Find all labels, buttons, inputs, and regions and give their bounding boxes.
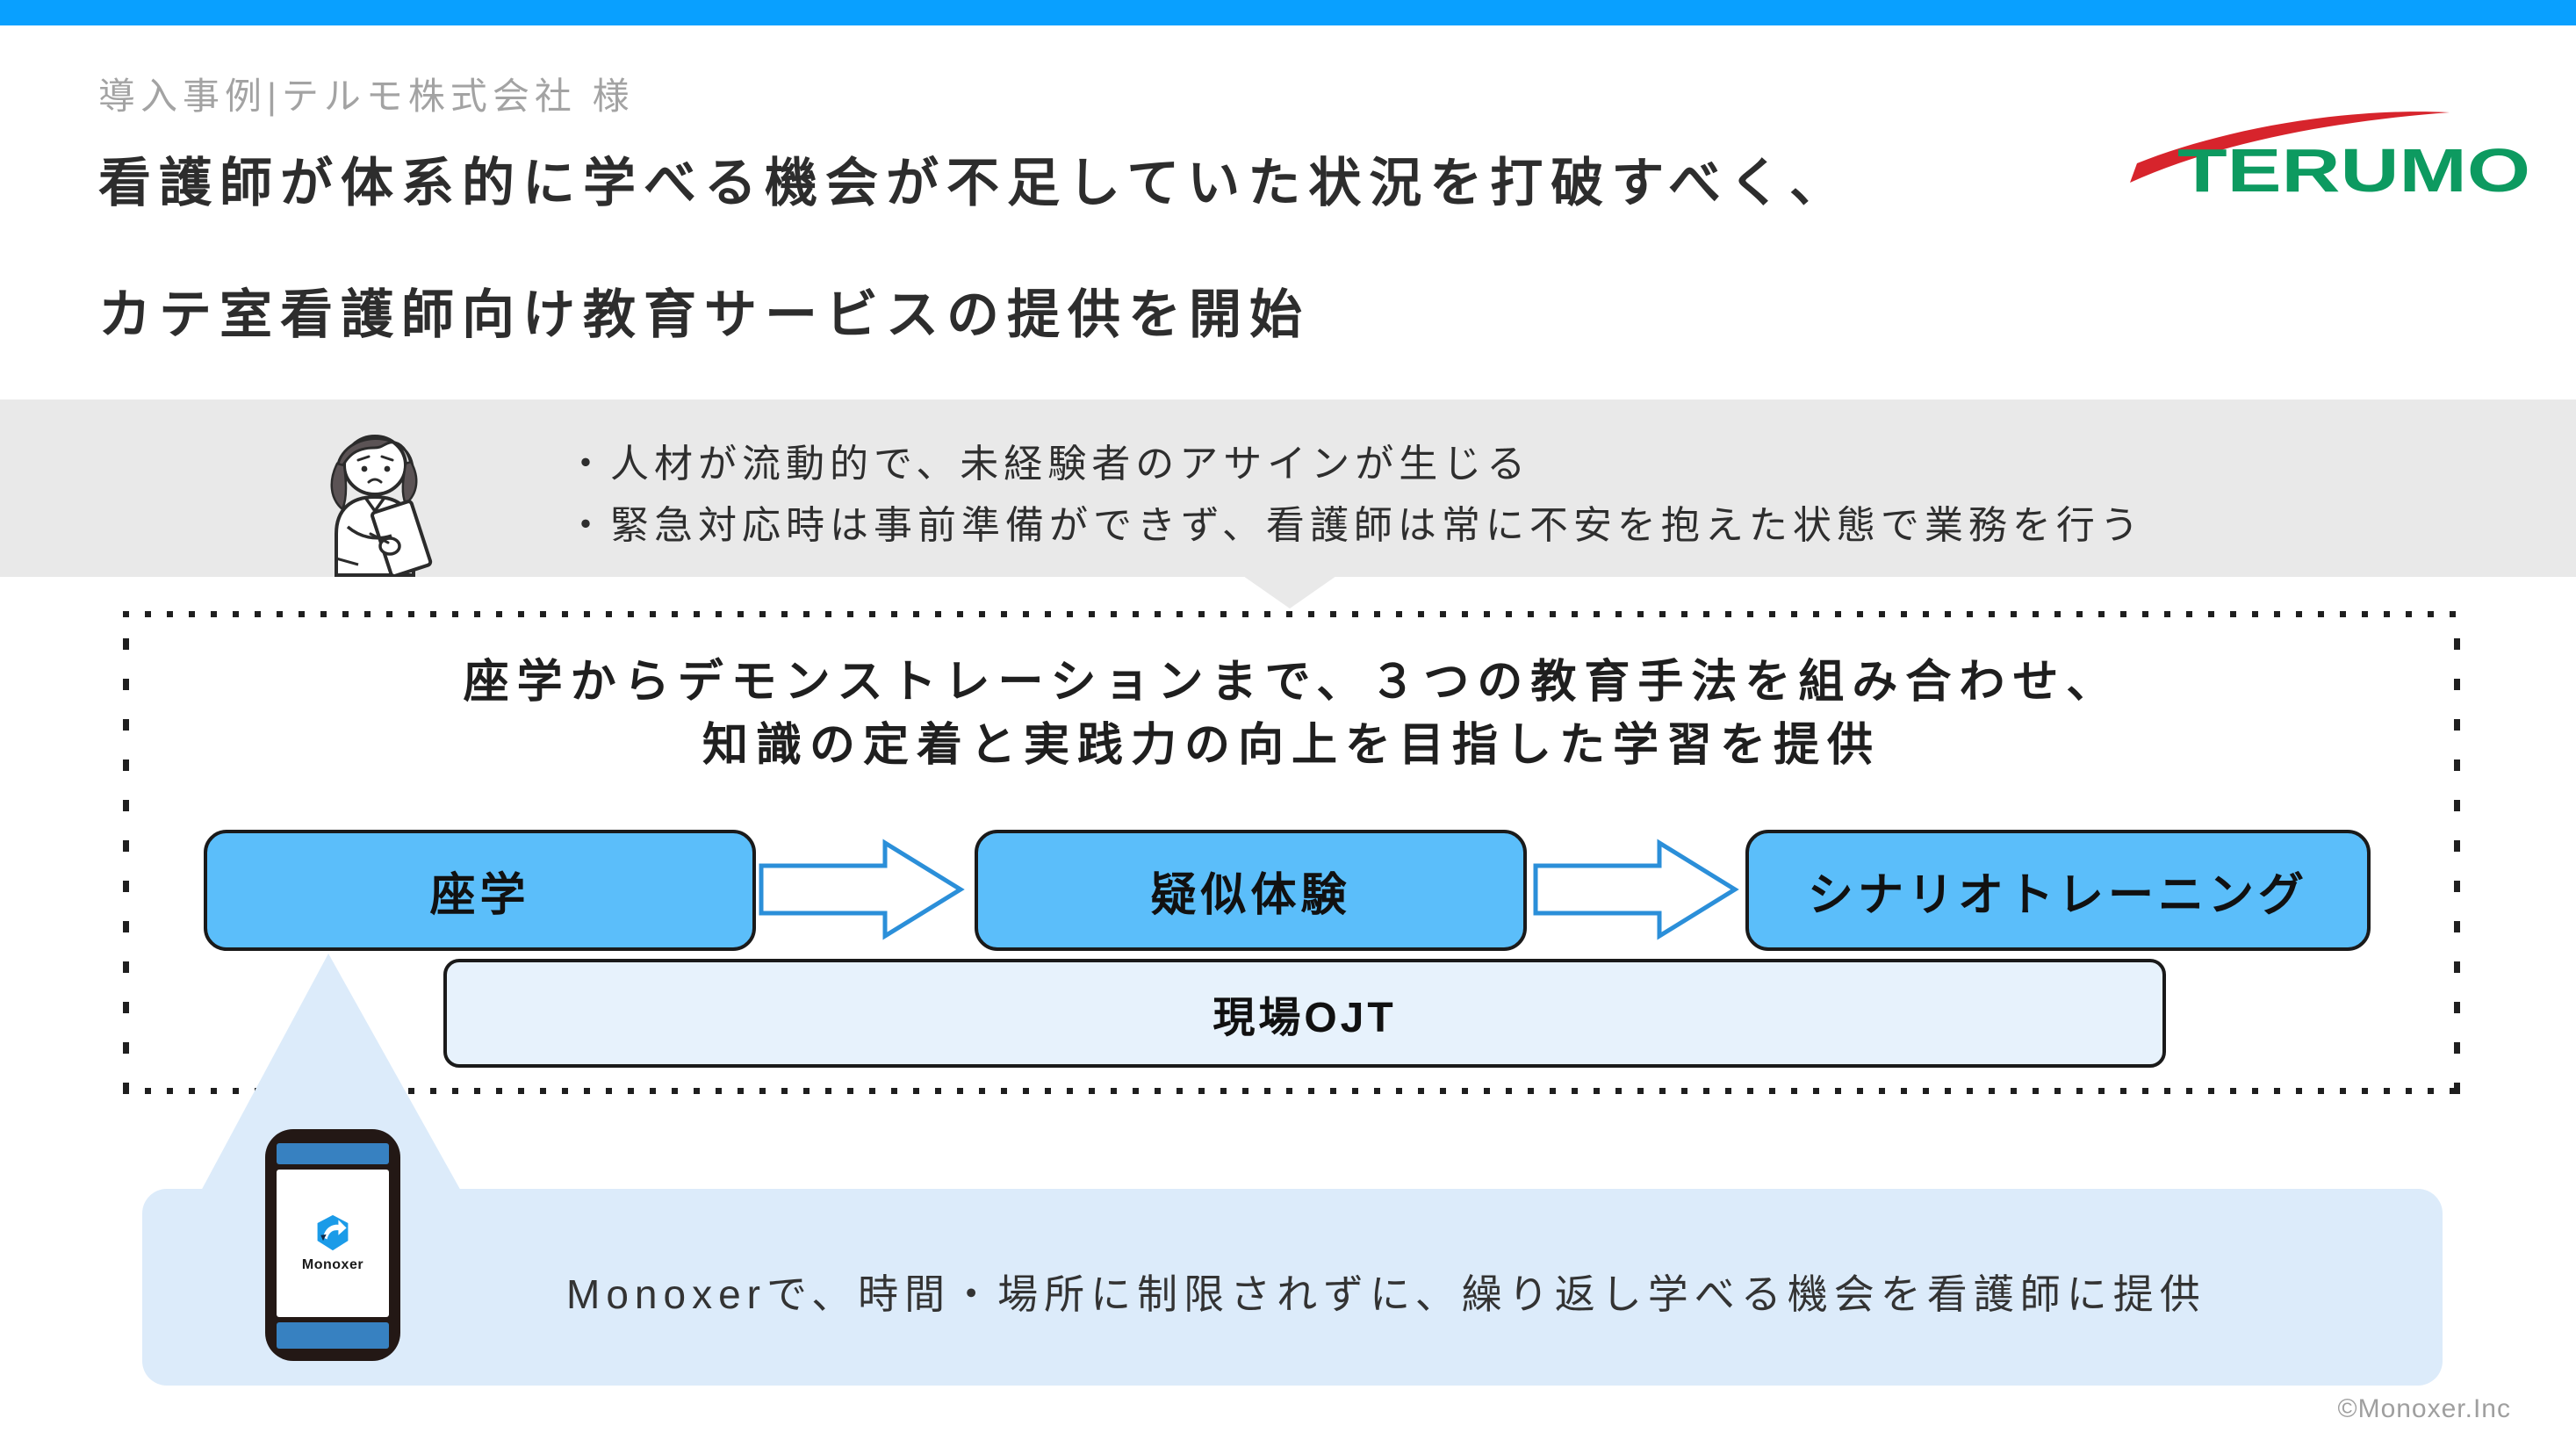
- copyright-text: ©Monoxer.Inc: [2337, 1394, 2511, 1423]
- problem-bullet-2: ・緊急対応時は事前準備ができず、看護師は常に不安を抱えた状態で業務を行う: [566, 504, 2144, 547]
- ojt-bar: 現場OJT: [443, 959, 2166, 1068]
- terumo-logo: TERUMO: [2123, 105, 2544, 205]
- page-title-line1: 看護師が体系的に学べる機会が不足していた状況を打破すべく、: [98, 154, 1850, 212]
- terumo-logo-text: TERUMO: [2177, 136, 2530, 202]
- phone-screen: Monoxer: [277, 1170, 389, 1317]
- ojt-label: 現場OJT: [1212, 995, 1397, 1041]
- monoxer-panel: [142, 1189, 2443, 1386]
- step-box-scenario-training: シナリオトレーニング: [1745, 830, 2371, 951]
- problem-bullet-1: ・人材が流動的で、未経験者のアサインが生じる: [566, 443, 1531, 486]
- case-study-label: 導入事例|テルモ株式会社 様: [98, 76, 635, 117]
- step-box-lecture: 座学: [204, 830, 756, 951]
- speech-pointer: [1243, 576, 1336, 608]
- monoxer-app-name: Monoxer: [301, 1257, 364, 1272]
- step-box-simulation: 疑似体験: [975, 830, 1527, 951]
- solution-headline-line1: 座学からデモンストレーションまで、３つの教育手法を組み合わせ、: [463, 657, 2120, 708]
- solution-headline-line2: 知識の定着と実践力の向上を目指した学習を提供: [702, 720, 1881, 771]
- phone-top-strip: [277, 1143, 389, 1164]
- terumo-swoosh-icon: TERUMO: [2130, 112, 2530, 205]
- problem-bullets: ・人材が流動的で、未経験者のアサインが生じる ・緊急対応時は事前準備ができず、看…: [566, 434, 2144, 557]
- phone-illustration: Monoxer: [265, 1129, 400, 1361]
- monoxer-description: Monoxerで、時間・場所に制限されずに、繰り返し学べる機会を看護師に提供: [566, 1271, 2206, 1317]
- top-accent-bar: [0, 0, 2576, 25]
- problem-band: [0, 400, 2576, 577]
- arrow-right-icon: [1533, 839, 1739, 940]
- phone-bottom-strip: [277, 1322, 389, 1349]
- monoxer-app-icon: [317, 1214, 349, 1251]
- nurse-illustration: [330, 435, 433, 577]
- page-title-line2: カテ室看護師向け教育サービスの提供を開始: [98, 285, 1310, 344]
- arrow-right-icon: [759, 839, 965, 940]
